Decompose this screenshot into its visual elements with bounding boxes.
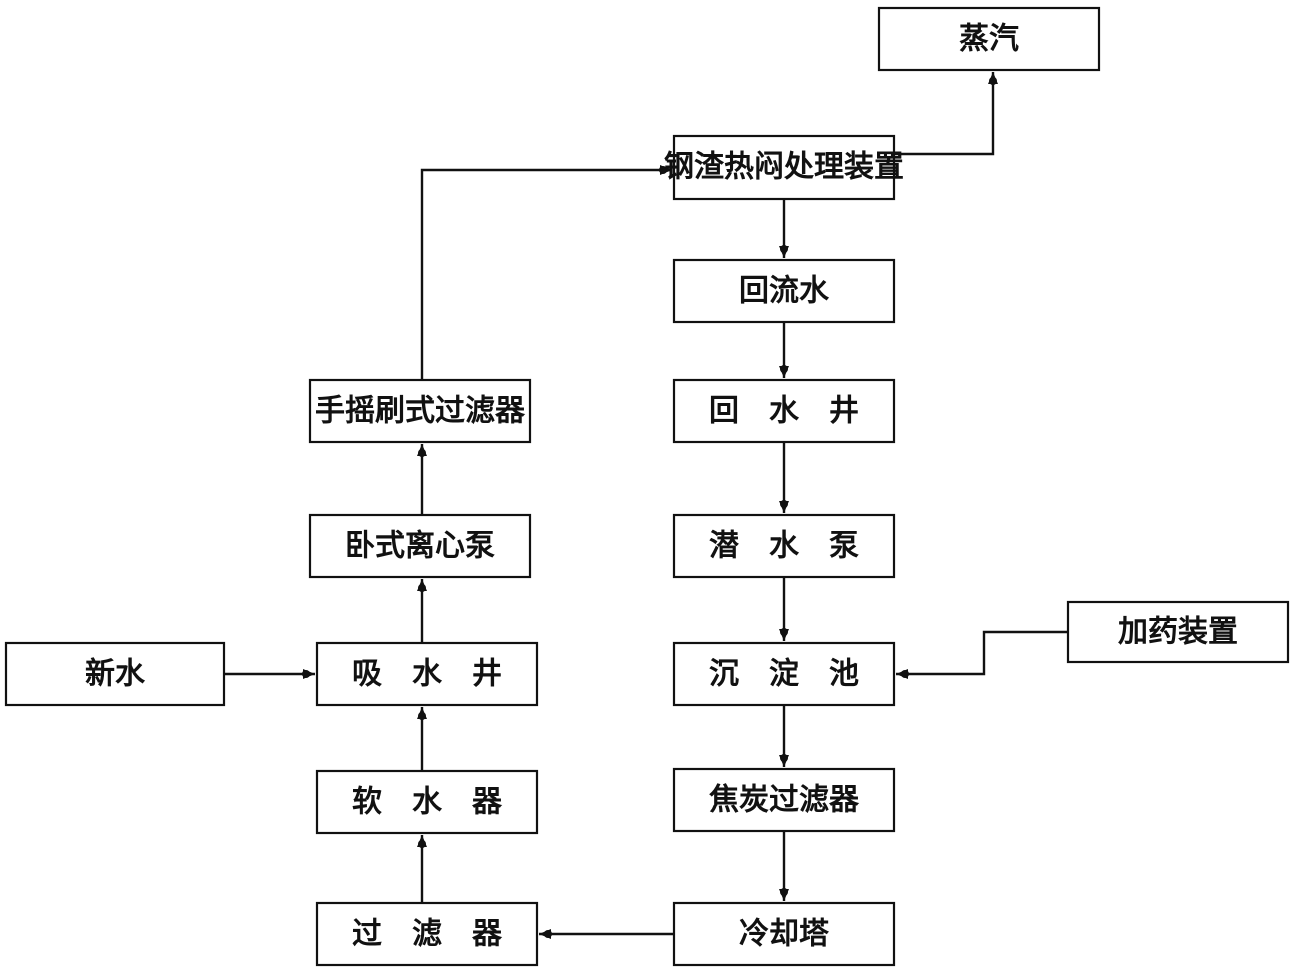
node-label-brush-filter: 手摇刷式过滤器 [315,394,526,429]
arrowhead-dot [780,628,788,636]
arrowhead-dot [780,754,788,762]
edge-coke-filter-to-cooling-tower [779,831,789,901]
edge-line [420,168,672,380]
edge-line [896,630,1068,676]
edges-layer [224,72,1068,939]
edge-softener-to-suction-well [417,707,427,771]
arrowhead-dot [418,584,426,592]
edge-suction-well-to-centrifugal-pump [417,579,427,643]
edge-brush-filter-to-slag-device [420,165,672,380]
node-label-dosing-device: 加药装置 [1118,615,1238,650]
edge-centrifugal-pump-to-brush-filter [417,444,427,515]
node-label-steam: 蒸汽 [959,22,1019,57]
arrowhead-dot [544,930,552,938]
edge-slag-device-to-steam [894,72,998,156]
edge-sedimentation-tank-to-coke-filter [779,705,789,767]
edge-return-well-to-submersible-pump [779,442,789,513]
edge-slag-device-to-return-flow [779,199,789,258]
node-softener: 软 水 器 [315,769,539,835]
node-return-flow: 回流水 [672,258,896,324]
arrowhead-dot [418,840,426,848]
node-cooling-tower: 冷却塔 [672,901,896,967]
node-label-coke-filter: 焦炭过滤器 [709,783,860,818]
node-sedimentation-tank: 沉 淀 池 [672,641,896,707]
edge-return-flow-to-return-well [779,322,789,378]
arrowhead-dot [302,670,310,678]
node-suction-well: 吸 水 井 [315,641,539,707]
edge-fresh-water-to-suction-well [224,669,315,679]
node-centrifugal-pump: 卧式离心泵 [308,513,532,579]
node-label-sedimentation-tank: 沉 淀 池 [709,657,859,692]
node-brush-filter: 手摇刷式过滤器 [308,378,532,444]
node-label-submersible-pump: 潜 水 泵 [709,529,859,564]
arrowhead-dot [989,77,997,85]
node-steam: 蒸汽 [877,6,1101,72]
arrowhead-dot [780,245,788,253]
edge-line [894,72,995,156]
edge-dosing-device-to-sedimentation-tank [896,630,1068,679]
node-return-well: 回 水 井 [672,378,896,444]
edge-submersible-pump-to-sedimentation-tank [779,577,789,641]
arrowhead-dot [418,712,426,720]
arrowhead-dot [780,888,788,896]
edge-cooling-tower-to-filter [539,929,674,939]
node-label-centrifugal-pump: 卧式离心泵 [345,529,495,564]
node-coke-filter: 焦炭过滤器 [672,767,896,833]
node-label-cooling-tower: 冷却塔 [739,917,830,952]
node-label-return-flow: 回流水 [739,274,830,309]
node-submersible-pump: 潜 水 泵 [672,513,896,579]
node-label-slag-device: 钢渣热闷处理装置 [664,150,904,185]
node-label-softener: 软 水 器 [352,785,503,820]
nodes-layer: 蒸汽 钢渣热闷处理装置 回流水 回 水 井 潜 水 泵 沉 淀 池 加药装置 [4,6,1290,967]
node-label-filter: 过 滤 器 [352,917,503,952]
edge-filter-to-softener [417,835,427,903]
arrowhead-dot [901,670,909,678]
node-filter: 过 滤 器 [315,901,539,967]
node-label-suction-well: 吸 水 井 [352,657,502,692]
node-label-fresh-water: 新水 [85,657,146,692]
node-label-return-well: 回 水 井 [709,394,859,429]
node-slag-device: 钢渣热闷处理装置 [664,134,904,201]
arrowhead-dot [659,166,667,174]
node-dosing-device: 加药装置 [1066,600,1290,664]
node-fresh-water: 新水 [4,641,226,707]
arrowhead-dot [780,500,788,508]
arrowhead-dot [780,365,788,373]
arrowhead-dot [418,449,426,457]
